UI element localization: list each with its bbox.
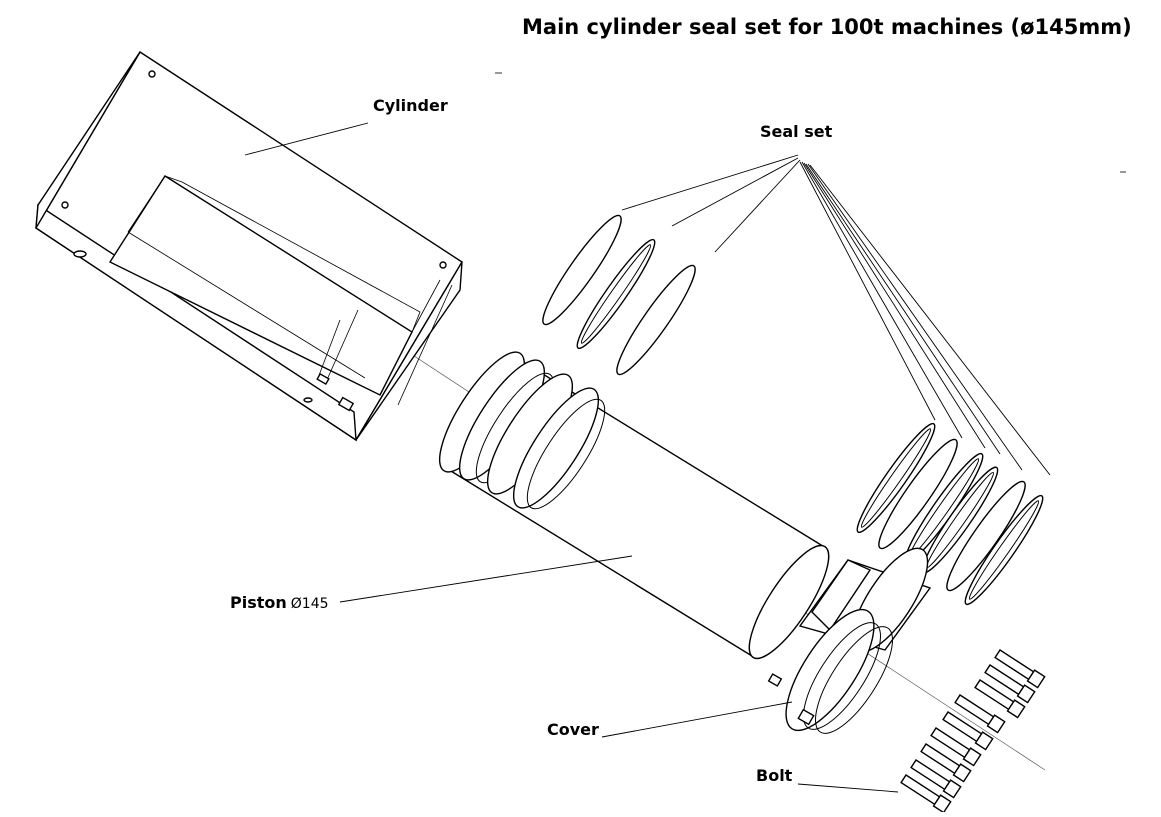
lower-seal-rings (856, 422, 1044, 606)
cylinder-block (35, 51, 463, 442)
bolts (900, 649, 1046, 814)
label-cover: Cover (547, 720, 599, 739)
piston (438, 351, 830, 660)
cover (767, 547, 932, 734)
label-piston-diameter: Ø145 (290, 596, 329, 612)
label-bolt: Bolt (756, 766, 793, 785)
label-cylinder: Cylinder (373, 96, 448, 115)
label-piston-text: Piston (230, 593, 287, 612)
label-seal-set: Seal set (760, 122, 833, 141)
page-title: Main cylinder seal set for 100t machines… (522, 15, 1132, 39)
upper-seal-rings (542, 214, 696, 376)
leader-lines (244, 122, 1051, 793)
